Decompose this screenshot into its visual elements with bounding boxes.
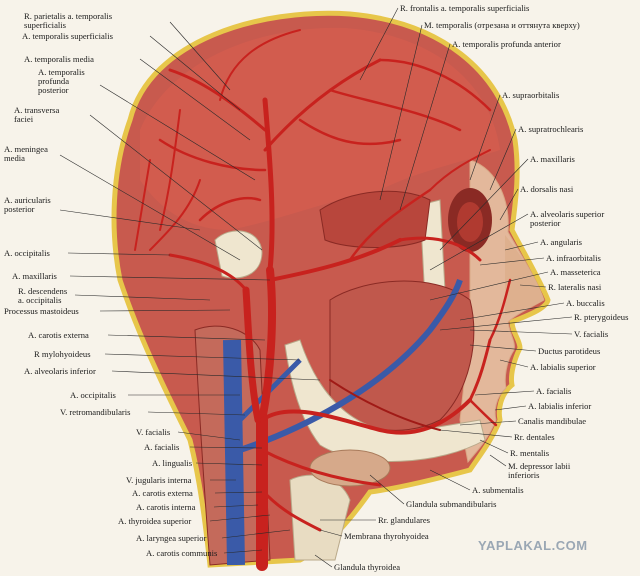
label-ductus-parotideus: Ductus parotideus — [538, 346, 601, 356]
carotis-externa — [258, 266, 276, 424]
label-supratrochlearis: A. supratrochlearis — [518, 124, 584, 134]
label-retromandibularis: V. retromandibularis — [60, 407, 131, 417]
label-temporalis-profunda-anterior: A. temporalis profunda anterior — [452, 39, 561, 49]
label-rr-dentales: Rr. dentales — [514, 432, 555, 442]
label-v-facialis-left: V. facialis — [136, 427, 171, 437]
label-alveolaris-inferior: A. alveolaris inferior — [24, 366, 96, 376]
label-alveolaris-superior-posterior: A. alveolaris superior posterior — [530, 209, 605, 228]
label-r-descendens: R. descendens a. occipitalis — [18, 286, 68, 305]
label-buccalis: A. buccalis — [566, 298, 605, 308]
label-laryngea-superior: A. laryngea superior — [136, 533, 207, 543]
label-lingualis: A. lingualis — [152, 458, 193, 468]
label-glandula-thyroidea: Glandula thyroidea — [334, 562, 401, 572]
watermark: YAPLAKAL.COM — [478, 538, 588, 553]
label-facialis-left: A. facialis — [144, 442, 180, 452]
label-temporalis-media: A. temporalis media — [24, 54, 94, 64]
label-canalis-mandibulae: Canalis mandibulae — [518, 416, 587, 426]
label-dorsalis-nasi: A. dorsalis nasi — [520, 184, 574, 194]
label-m-temporalis: M. temporalis (отрезана и оттянута кверх… — [424, 20, 580, 30]
label-supraorbitalis: A. supraorbitalis — [502, 90, 560, 100]
label-carotis-externa-2: A. carotis externa — [132, 488, 193, 498]
label-processus-mastoideus: Processus mastoideus — [4, 306, 79, 316]
label-submentalis: A. submentalis — [472, 485, 524, 495]
label-transversa-faciei: A. transversa faciei — [14, 105, 60, 124]
temporalis-superficialis — [262, 97, 275, 273]
label-occipitalis-1: A. occipitalis — [4, 248, 50, 258]
label-angularis: A. angularis — [540, 237, 583, 247]
label-glandula-submandibularis: Glandula submandibularis — [406, 499, 497, 509]
label-r-parietalis: R. parietalis a. temporalis superficiali… — [24, 11, 113, 30]
label-carotis-interna: A. carotis interna — [136, 502, 196, 512]
label-rr-glandulares: Rr. glandulares — [378, 515, 431, 525]
label-labialis-inferior: A. labialis inferior — [528, 401, 592, 411]
eye-ball — [457, 202, 483, 242]
carotis-interna — [242, 286, 262, 424]
label-masseterica: A. masseterica — [550, 267, 601, 277]
label-pterygoideus: R. pterygoideus — [574, 312, 629, 322]
label-jugularis-interna: V. jugularis interna — [126, 475, 192, 485]
label-r-mentalis: R. mentalis — [510, 448, 550, 458]
label-thyroidea-superior: A. thyroidea superior — [118, 516, 192, 526]
label-temporalis-profunda-posterior: A. temporalis profunda posterior — [38, 67, 85, 95]
label-r-frontalis: R. frontalis a. temporalis superficialis — [400, 3, 530, 13]
label-temporalis-superficialis: A. temporalis superficialis — [22, 31, 113, 41]
label-facialis-right: A. facialis — [536, 386, 572, 396]
label-labialis-superior: A. labialis superior — [530, 362, 596, 372]
label-carotis-communis: A. carotis communis — [146, 548, 218, 558]
label-auricularis-posterior: A. auricularis posterior — [4, 195, 51, 214]
label-lateralis-nasi: R. lateralis nasi — [548, 282, 602, 292]
label-r-mylohyoideus: R mylohyoideus — [34, 349, 91, 359]
label-carotis-externa-1: A. carotis externa — [28, 330, 89, 340]
label-depressor-labii: M. depressor labii inferioris — [508, 461, 571, 480]
label-membrana-thyrohyoidea: Membrana thyrohyoidea — [344, 531, 429, 541]
label-maxillaris-left: A. maxillaris — [12, 271, 57, 281]
label-maxillaris-right: A. maxillaris — [530, 154, 575, 164]
facial-vein — [239, 278, 463, 453]
label-infraorbitalis: A. infraorbitalis — [546, 253, 601, 263]
label-occipitalis-2: A. occipitalis — [70, 390, 116, 400]
label-v-facialis-right: V. facialis — [574, 329, 609, 339]
jugular-vein — [223, 339, 245, 566]
label-meningea-media: A. meningea media — [4, 144, 48, 163]
